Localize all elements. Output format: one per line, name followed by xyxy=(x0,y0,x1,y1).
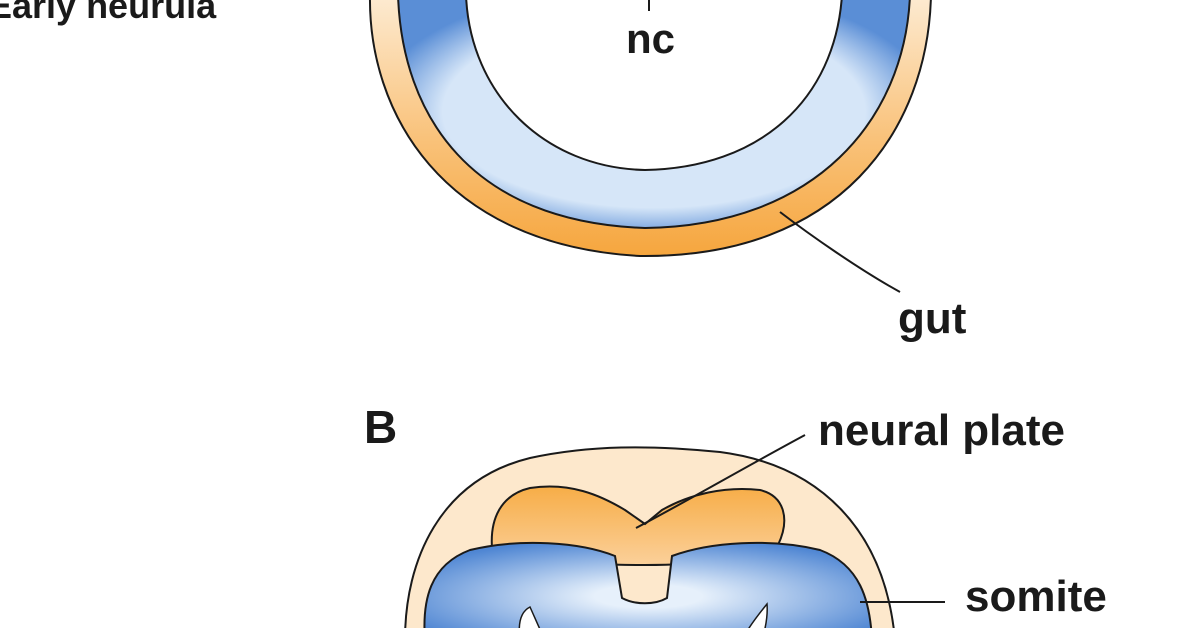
panel-letter-b: B xyxy=(364,401,398,453)
panel-b-mesoderm xyxy=(423,541,873,628)
label-neural-plate: neural plate xyxy=(818,406,1065,455)
panel-a-section xyxy=(369,0,932,293)
label-gut: gut xyxy=(898,294,967,343)
panel-a-blastocoel xyxy=(465,0,843,172)
gut-pointer-line xyxy=(779,211,901,293)
label-nc: nc xyxy=(626,15,676,62)
stage-label: Early neurula xyxy=(0,0,217,26)
label-somite: somite xyxy=(965,572,1107,621)
neural-plate-pointer-line xyxy=(635,434,806,529)
panel-b-section xyxy=(404,434,945,628)
panel-b-left-cavity xyxy=(518,605,541,628)
panel-b-right-cavity xyxy=(748,602,768,628)
